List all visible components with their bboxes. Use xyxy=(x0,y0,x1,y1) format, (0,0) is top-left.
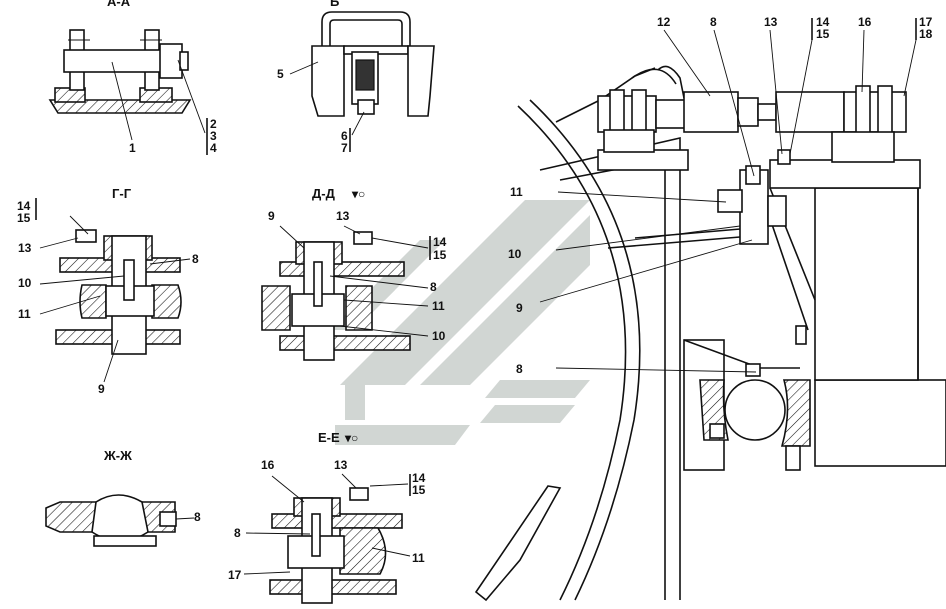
section-zhzh-title: Ж-Ж xyxy=(103,448,132,463)
label-gg-13: 13 xyxy=(18,241,32,255)
label-main-14: 14 xyxy=(816,15,830,29)
label-dd-15: 15 xyxy=(433,248,447,262)
label-zhzh-8: 8 xyxy=(194,510,201,524)
label-b-6: 6 xyxy=(341,129,348,143)
section-ee-title: Е-Е xyxy=(318,430,340,445)
label-main-9: 9 xyxy=(516,301,523,315)
section-ee: Е-Е ▾○ 16 13 14 15 8 11 17 xyxy=(228,430,426,604)
section-zhzh: Ж-Ж 8 xyxy=(45,448,201,547)
section-aa-title: А-А xyxy=(107,0,131,9)
label-ee-14: 14 xyxy=(412,471,426,485)
label-main-16: 16 xyxy=(858,15,872,29)
label-dd-9: 9 xyxy=(268,209,275,223)
section-aa: А-А 1 2 3 4 xyxy=(48,0,217,155)
section-dd: Д-Д ▾○ 9 13 14 15 8 11 10 xyxy=(261,186,447,361)
label-gg-11: 11 xyxy=(18,307,31,321)
rotation-icon: ▾○ xyxy=(344,431,358,445)
label-aa-3: 3 xyxy=(210,129,217,143)
label-dd-13: 13 xyxy=(336,209,350,223)
label-main-11: 11 xyxy=(510,185,523,199)
label-ee-13: 13 xyxy=(334,458,348,472)
label-gg-8: 8 xyxy=(192,252,199,266)
label-ee-17: 17 xyxy=(228,568,242,582)
label-gg-9: 9 xyxy=(98,382,105,396)
label-main-8: 8 xyxy=(710,15,717,29)
label-main-15: 15 xyxy=(816,27,830,41)
label-main-13: 13 xyxy=(764,15,778,29)
label-main-8b: 8 xyxy=(516,362,523,376)
label-ee-15: 15 xyxy=(412,483,426,497)
label-ee-8: 8 xyxy=(234,526,241,540)
label-gg-10: 10 xyxy=(18,276,32,290)
label-dd-10: 10 xyxy=(432,329,446,343)
rotation-icon: ▾○ xyxy=(351,187,365,201)
section-gg-title: Г-Г xyxy=(112,186,132,201)
main-assembly-view: 12 8 13 14 15 16 17 18 11 10 9 8 xyxy=(474,15,946,602)
label-gg-14: 14 xyxy=(17,199,31,213)
view-b: Б 5 6 7 xyxy=(277,0,435,155)
label-dd-8: 8 xyxy=(430,280,437,294)
label-aa-4: 4 xyxy=(210,141,217,155)
label-b-5: 5 xyxy=(277,67,284,81)
label-gg-15: 15 xyxy=(17,211,31,225)
label-b-7: 7 xyxy=(341,141,348,155)
label-aa-1: 1 xyxy=(129,141,136,155)
section-gg: Г-Г 14 15 13 8 10 11 9 xyxy=(17,186,199,396)
label-ee-11: 11 xyxy=(412,551,425,565)
label-main-17: 17 xyxy=(919,15,933,29)
label-ee-16: 16 xyxy=(261,458,275,472)
view-b-title: Б xyxy=(330,0,339,9)
section-dd-title: Д-Д xyxy=(312,186,336,201)
label-dd-11: 11 xyxy=(432,299,445,313)
label-aa-2: 2 xyxy=(210,117,217,131)
label-main-18: 18 xyxy=(919,27,933,41)
label-dd-14: 14 xyxy=(433,235,447,249)
label-main-10: 10 xyxy=(508,247,522,261)
label-main-12: 12 xyxy=(657,15,671,29)
